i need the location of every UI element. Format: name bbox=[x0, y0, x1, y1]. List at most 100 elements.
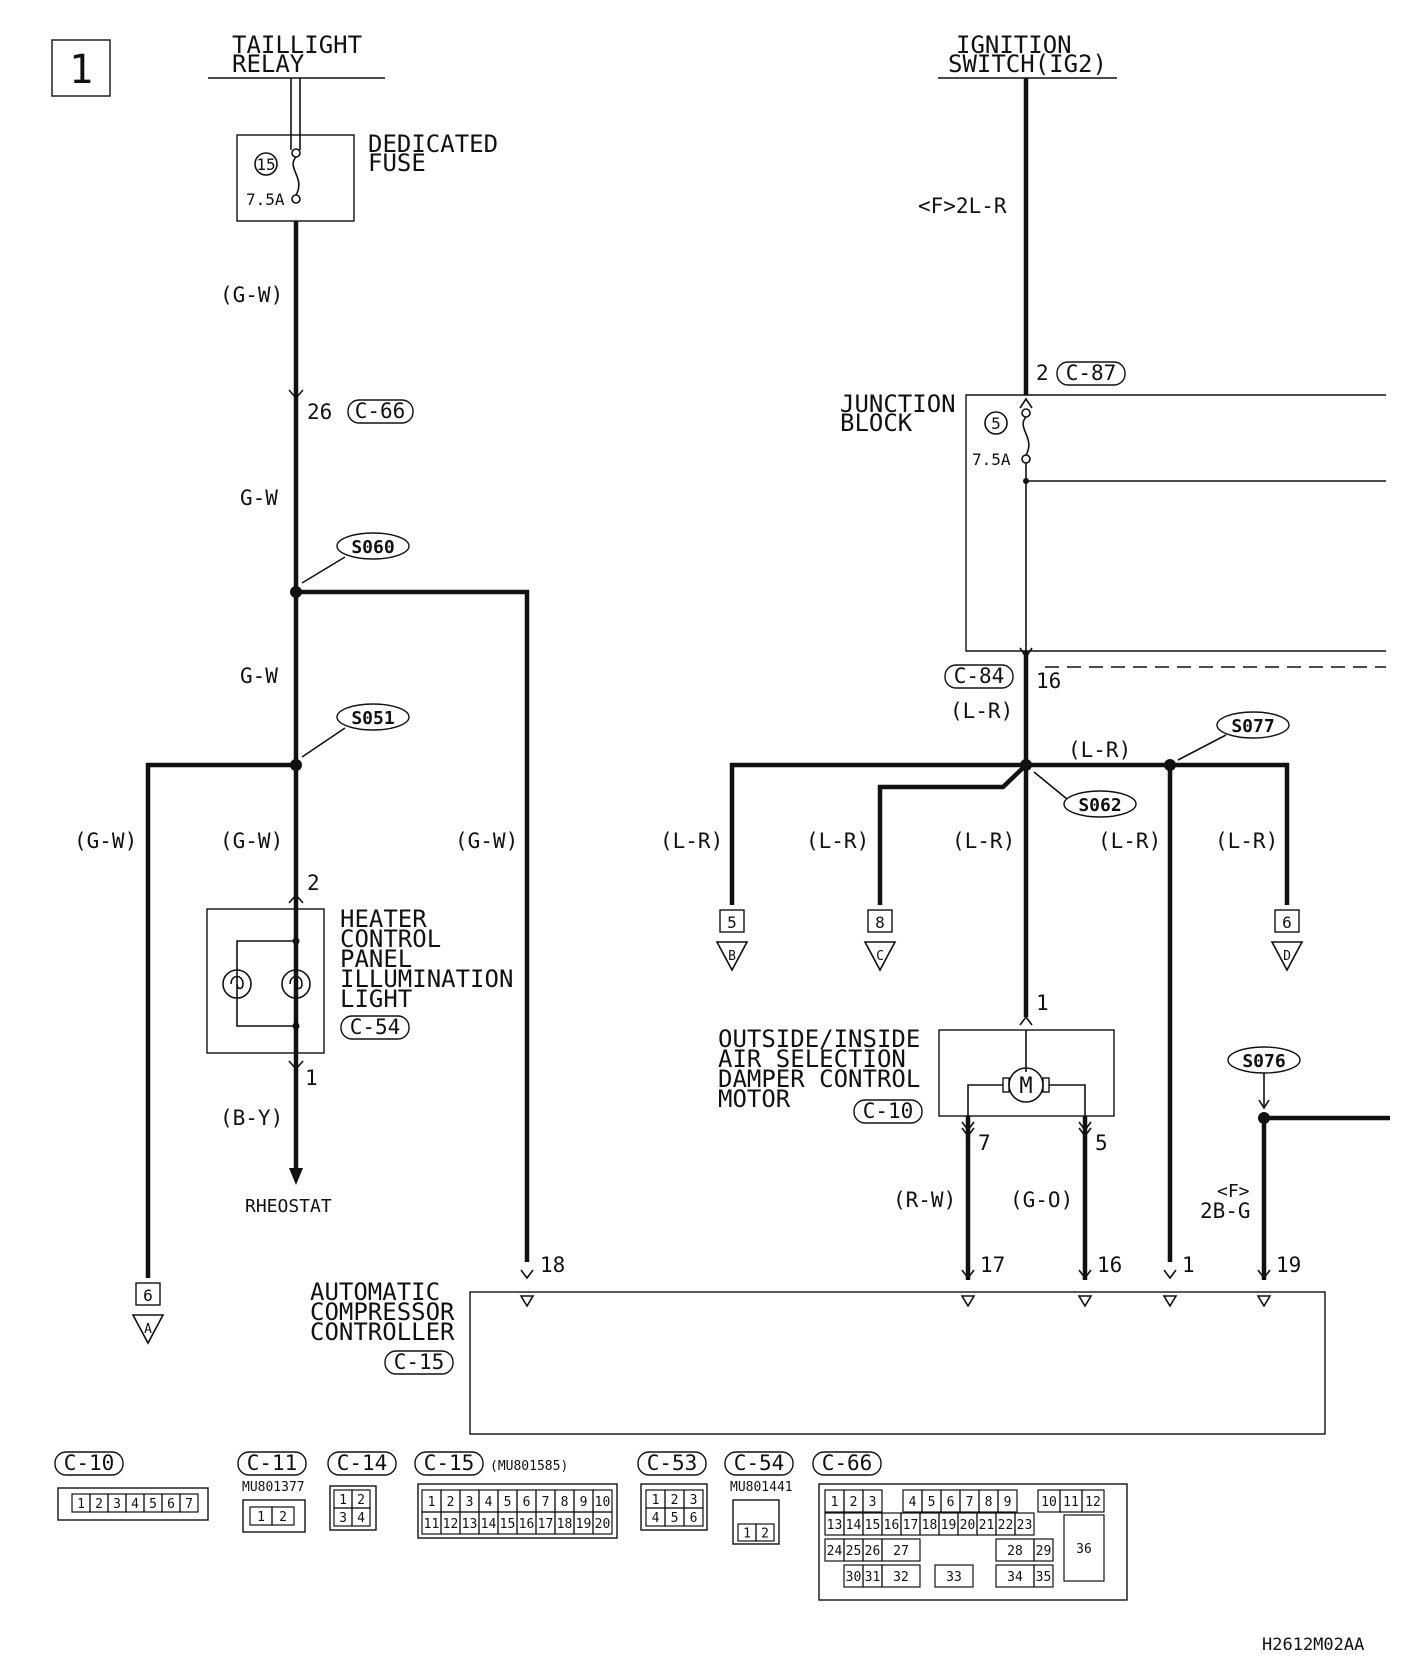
offpage-c-triangle bbox=[863, 941, 897, 972]
legend-c66-pin-label: 25 bbox=[846, 1544, 862, 1559]
fuse-15-terminal-bottom bbox=[291, 194, 301, 204]
offpage-b-number: 5 bbox=[727, 913, 737, 932]
legend-c66-pin-label: 28 bbox=[1007, 1544, 1023, 1559]
wire-label-g-w-3: G-W bbox=[240, 664, 278, 688]
legend-c66-pin-label: 36 bbox=[1076, 1542, 1092, 1557]
legend-c14-outline bbox=[329, 1485, 377, 1531]
motor-label-3: DAMPER CONTROL bbox=[718, 1065, 920, 1093]
offpage-b-ref: B bbox=[728, 949, 736, 964]
legend-c66-pin-label: 5 bbox=[928, 1495, 936, 1510]
bulb-icon-right bbox=[281, 969, 311, 999]
legend-c15-pin-label: 8 bbox=[561, 1495, 569, 1510]
wire-label-f-2l-r: <F>2L-R bbox=[918, 194, 1007, 218]
legend-c66-pin-label: 8 bbox=[985, 1495, 993, 1510]
splice-s062-label: S062 bbox=[1078, 795, 1121, 816]
legend-c66-pin-label: 22 bbox=[998, 1518, 1014, 1533]
compressor-label-1: AUTOMATIC bbox=[310, 1278, 440, 1306]
legend-c53-pin-label: 6 bbox=[690, 1511, 698, 1526]
legend-c66-pin-label: 29 bbox=[1036, 1544, 1052, 1559]
legend-c66-pin-cell bbox=[1063, 1514, 1105, 1582]
bulb-filament-left bbox=[230, 975, 244, 990]
legend-c54-pin-cell bbox=[755, 1523, 775, 1542]
offpage-a-triangle bbox=[131, 1314, 165, 1345]
offpage-b-triangle bbox=[715, 941, 749, 972]
legend-c15-part: (MU801585) bbox=[490, 1459, 568, 1474]
legend-c15-pin-label: 19 bbox=[576, 1517, 592, 1532]
diagram-code: H2612M02AA bbox=[1262, 1635, 1364, 1655]
legend-c66-pin-cell bbox=[881, 1564, 921, 1588]
legend-c15-pin-label: 1 bbox=[428, 1495, 436, 1510]
acc-pin17-arrow bbox=[961, 1269, 975, 1280]
splice-s077-tag bbox=[1216, 711, 1290, 739]
wire-label-g-w-1: (G-W) bbox=[220, 283, 283, 307]
wire-label-g-w-6: (G-W) bbox=[455, 829, 518, 853]
legend-c66-pin-label: 12 bbox=[1085, 1495, 1101, 1510]
heater-internal-loop bbox=[236, 940, 296, 1027]
legend-c15-pin-label: 18 bbox=[557, 1517, 573, 1532]
heater-connector-arrow-top bbox=[288, 893, 304, 904]
legend-c66-pin-label: 31 bbox=[865, 1570, 881, 1585]
legend-c66-pin-cell bbox=[881, 1538, 921, 1562]
dedicated-fuse-label: DEDICATED bbox=[368, 130, 498, 158]
legend-c66-pin-label: 13 bbox=[827, 1518, 843, 1533]
legend-c10-pin-label: 1 bbox=[77, 1497, 85, 1512]
legend-c66-pin-label: 21 bbox=[979, 1518, 995, 1533]
connector-c10-tag bbox=[853, 1099, 923, 1124]
acc-pin16-arrow bbox=[1078, 1269, 1092, 1280]
fuse-15-circle bbox=[254, 152, 278, 176]
wire-l-r-to-d bbox=[1026, 762, 1290, 905]
legend-c66-pin-cell bbox=[1081, 1489, 1105, 1513]
wire-label-l-r-3: (L-R) bbox=[660, 829, 723, 853]
legend-c11-name: C-11 bbox=[247, 1451, 298, 1475]
legend-c15-pin-label: 5 bbox=[504, 1495, 512, 1510]
motor-label-2: AIR SELECTION bbox=[718, 1045, 906, 1073]
legend-c15-pin-label: 6 bbox=[523, 1495, 531, 1510]
legend-c15-pin-label: 16 bbox=[519, 1517, 535, 1532]
legend-c14-pin-label: 1 bbox=[339, 1493, 347, 1508]
legend-c10-pin-label: 6 bbox=[167, 1497, 175, 1512]
heater-label-1: HEATER bbox=[340, 905, 427, 933]
page-number: 1 bbox=[69, 47, 93, 93]
offpage-c-ref: C bbox=[876, 949, 884, 964]
legend-c66-pin-label: 19 bbox=[941, 1518, 957, 1533]
ignition-switch-label: IGNITION bbox=[956, 31, 1072, 59]
pin-1-heater: 1 bbox=[305, 1066, 318, 1090]
motor-pin5-arrow bbox=[1078, 1121, 1092, 1138]
dedicated-fuse-label-2: FUSE bbox=[368, 149, 426, 177]
splice-s077-label: S077 bbox=[1231, 716, 1274, 737]
legend-c66-pin-label: 6 bbox=[947, 1495, 955, 1510]
motor-label-1: OUTSIDE/INSIDE bbox=[718, 1025, 920, 1053]
connector-c66-tag bbox=[347, 399, 414, 424]
wire-label-f-tag: <F> bbox=[1217, 1181, 1250, 1202]
offpage-a-number: 6 bbox=[143, 1286, 153, 1305]
heater-connector-arrow-bottom bbox=[288, 1060, 304, 1071]
legend-c10-pin-label: 3 bbox=[113, 1497, 121, 1512]
pin-1-motor: 1 bbox=[1036, 991, 1049, 1015]
wire-label-l-r-2: (L-R) bbox=[1068, 738, 1131, 762]
legend-c10-tag bbox=[54, 1451, 124, 1476]
motor-internal-right bbox=[1049, 1084, 1086, 1128]
junction-block-bg bbox=[966, 395, 1386, 651]
legend-c66-pin-label: 15 bbox=[865, 1518, 881, 1533]
pin-1-acc: 1 bbox=[1182, 1253, 1195, 1277]
pin-2-c87: 2 bbox=[1036, 361, 1049, 385]
legend-c66-pin-label: 17 bbox=[903, 1518, 919, 1533]
connector-c15-label: C-15 bbox=[394, 1350, 445, 1374]
compressor-controller-box bbox=[469, 1291, 1326, 1435]
rheostat-label: RHEOSTAT bbox=[245, 1196, 332, 1217]
legend-c15-pin-label: 7 bbox=[542, 1495, 550, 1510]
legend-c11-tag bbox=[237, 1451, 307, 1476]
heater-light-box bbox=[206, 908, 325, 1054]
offpage-d-number: 6 bbox=[1282, 913, 1292, 932]
page-number-box bbox=[51, 39, 111, 97]
compressor-label-3: CONTROLLER bbox=[310, 1318, 455, 1346]
legend-c15-pin-label: 3 bbox=[466, 1495, 474, 1510]
legend-c66-pin-label: 32 bbox=[893, 1570, 909, 1585]
legend-c10-pin-label: 7 bbox=[185, 1497, 193, 1512]
legend-c53-pin-label: 4 bbox=[652, 1511, 660, 1526]
